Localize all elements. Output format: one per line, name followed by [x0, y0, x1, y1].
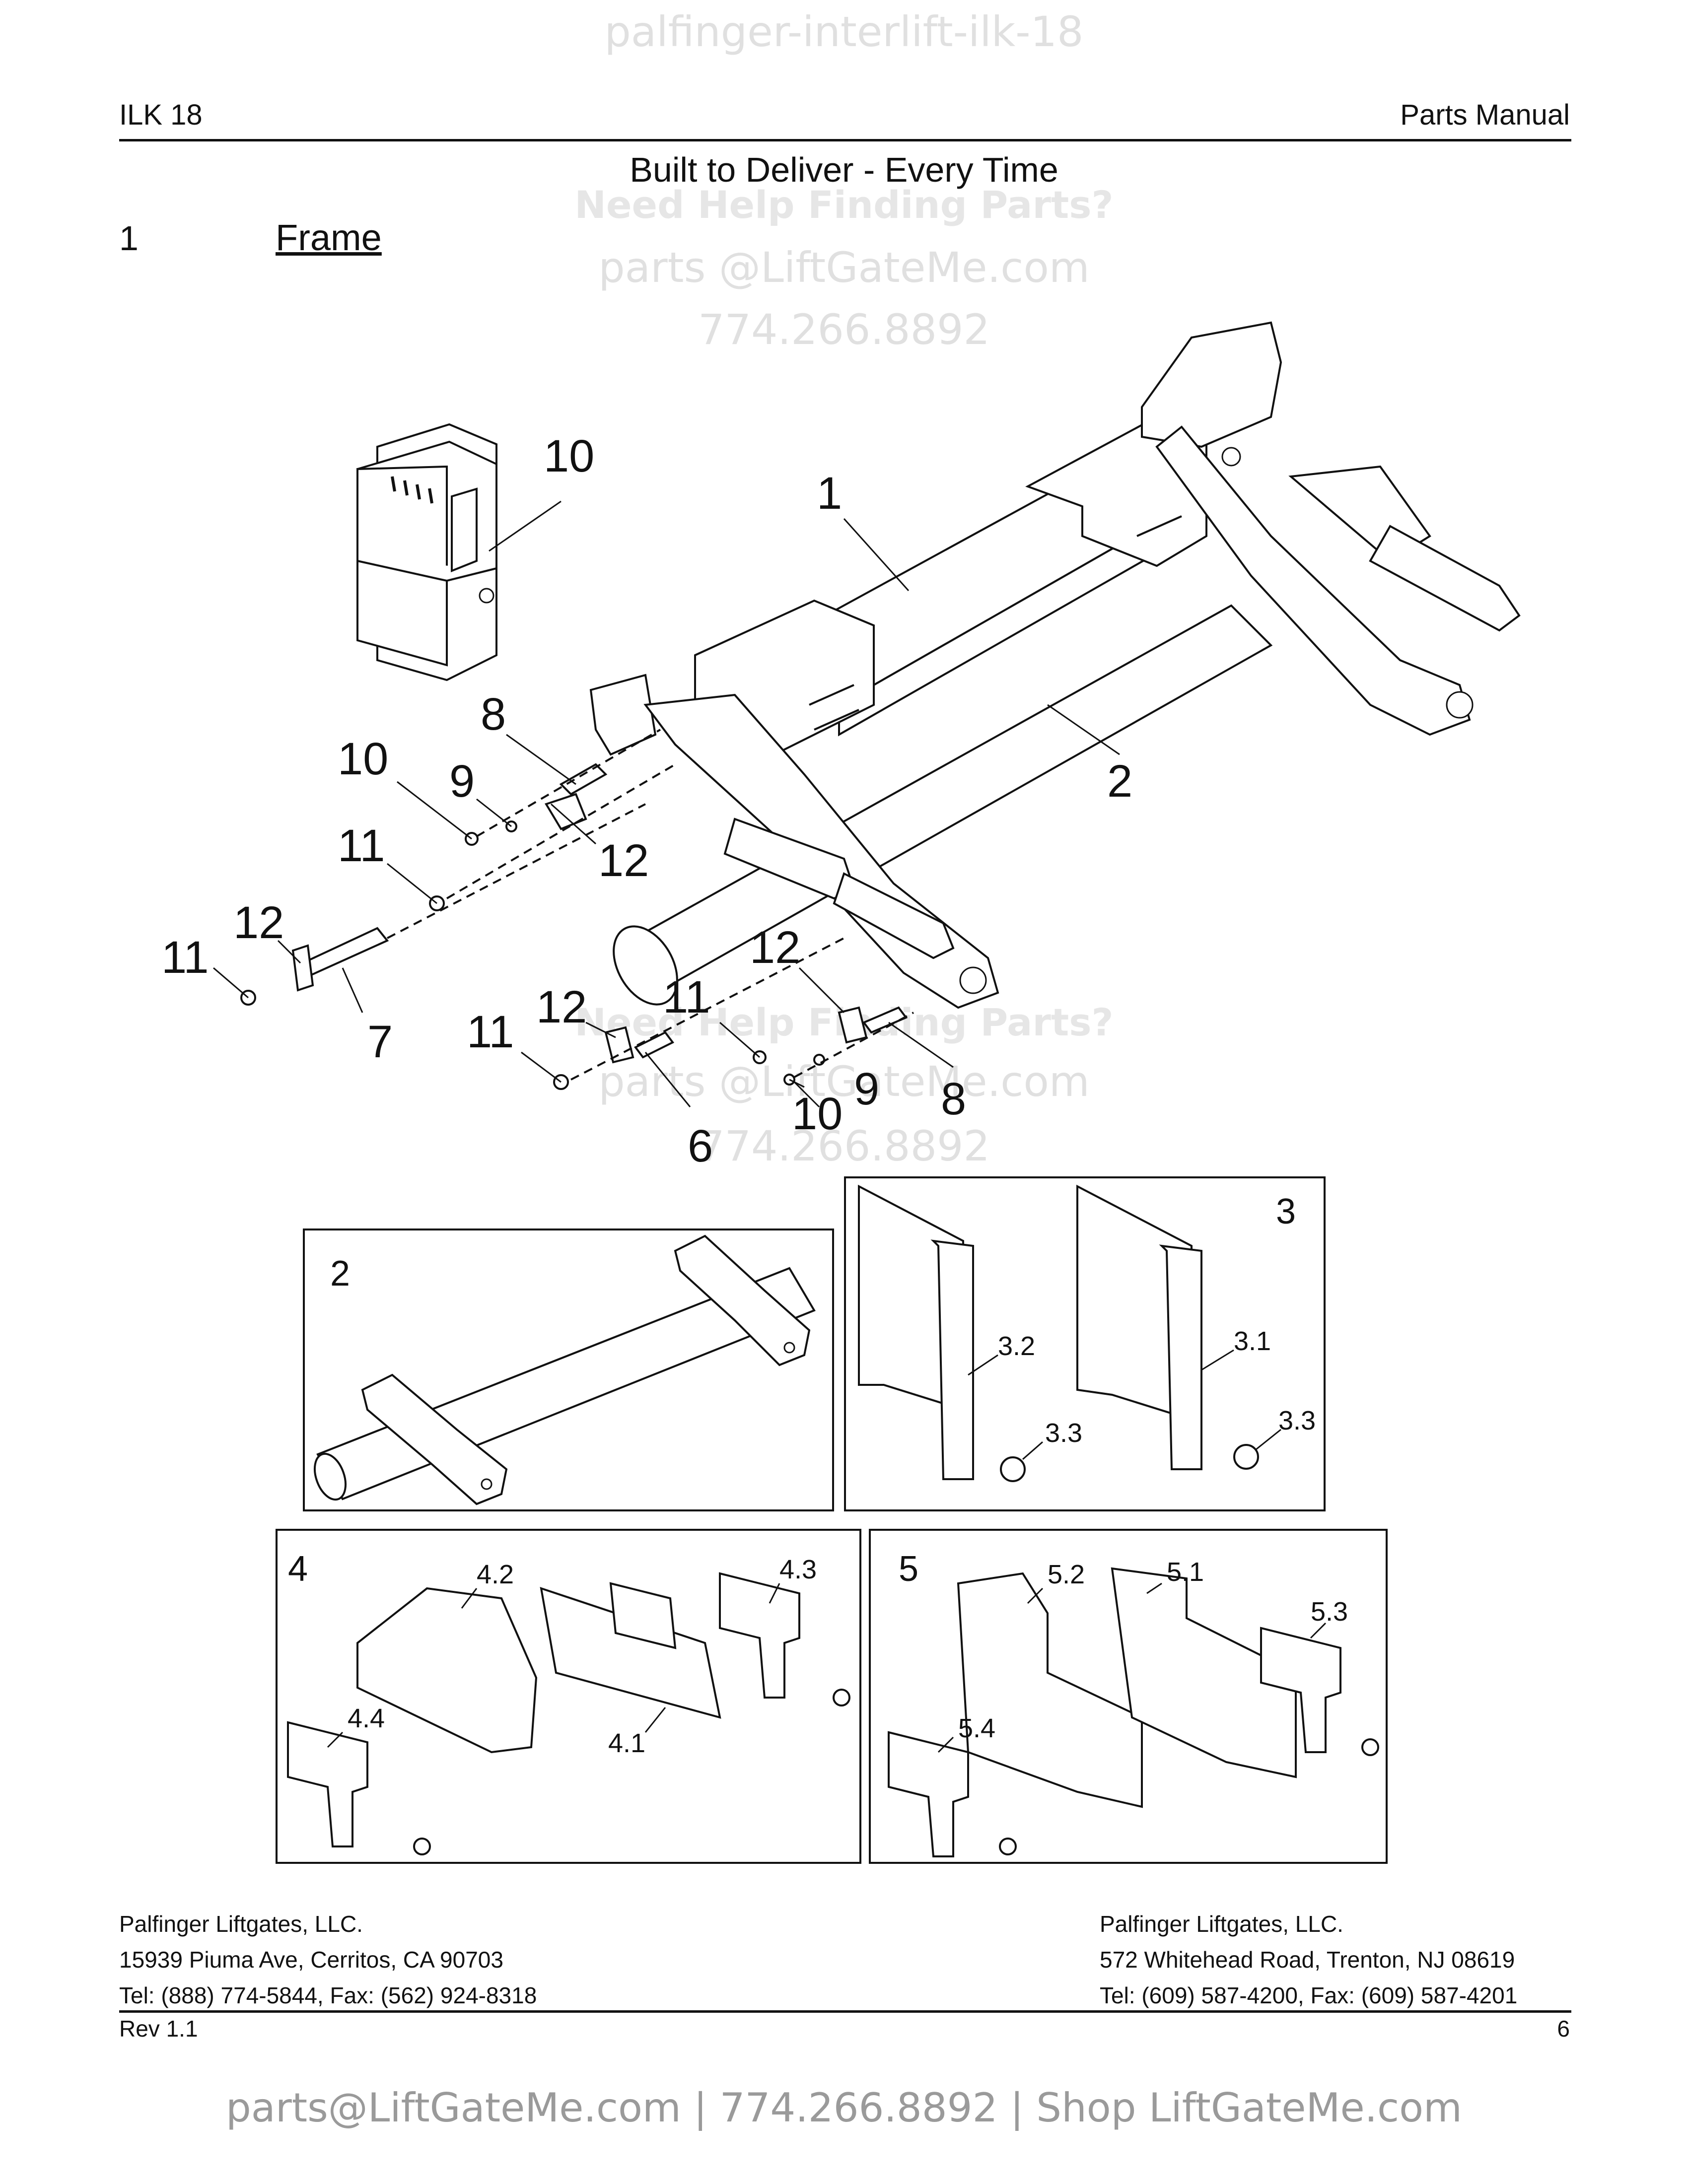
callout-11-upper: 11 [338, 820, 385, 871]
callout-12-mid: 12 [536, 982, 587, 1032]
callout-1: 1 [817, 468, 842, 519]
footer-left-company: Palfinger Liftgates, LLC. [119, 1911, 363, 1937]
inset-box-5 [869, 1529, 1388, 1864]
watermark-email-2: parts @LiftGateMe.com [598, 1057, 1090, 1106]
revision: Rev 1.1 [119, 2016, 198, 2042]
footer-right-phone: Tel: (609) 587-4200, Fax: (609) 587-4201 [1100, 1982, 1518, 2008]
inset-2-label: 2 [330, 1254, 350, 1294]
bottom-banner: parts@LiftGateMe.com | 774.266.8892 | Sh… [226, 2085, 1462, 2131]
power-unit-cover [356, 423, 497, 682]
right-arm-assembly [1141, 321, 1521, 736]
manual-label: Parts Manual [1400, 99, 1570, 131]
leader-lines [213, 500, 1120, 1108]
inset-3-drawing: 3 3.2 3.1 3.3 3.3 [858, 1184, 1316, 1482]
callout-5-2: 5.2 [1048, 1560, 1085, 1589]
callout-3-2: 3.2 [998, 1331, 1035, 1361]
callout-12-upper: 12 [598, 835, 649, 886]
callout-11-right: 11 [663, 972, 710, 1023]
callout-3-3-left: 3.3 [1045, 1418, 1082, 1448]
callout-11-mid: 11 [467, 1007, 514, 1057]
callout-10-upper: 10 [338, 734, 388, 784]
inset-3-label: 3 [1276, 1192, 1296, 1231]
footer-left-address: 15939 Piuma Ave, Cerritos, CA 90703 [119, 1947, 503, 1973]
tagline: Built to Deliver - Every Time [630, 150, 1058, 189]
inset-4-label: 4 [288, 1549, 308, 1589]
inset-box-2 [303, 1228, 834, 1511]
callout-12-right: 12 [750, 922, 800, 973]
footer-right-address: 572 Whitehead Road, Trenton, NJ 08619 [1100, 1947, 1515, 1973]
main-callouts: 10 1 8 10 9 2 11 12 12 11 7 12 11 12 11 … [161, 431, 1132, 1171]
model-label: ILK 18 [119, 99, 203, 131]
watermark-help: Need Help Finding Parts? [574, 183, 1114, 227]
footer-right-company: Palfinger Liftgates, LLC. [1100, 1911, 1343, 1937]
callout-4-3: 4.3 [779, 1555, 817, 1584]
callout-10-cover: 10 [544, 431, 594, 481]
callout-9-upper: 9 [449, 756, 475, 807]
inset-5-drawing: 5 5.2 5.1 5.3 5.4 [888, 1549, 1379, 1857]
footer-left-phone: Tel: (888) 774-5844, Fax: (562) 924-8318 [119, 1982, 537, 2008]
callout-2: 2 [1107, 756, 1132, 807]
left-arm-assembly [589, 674, 999, 1009]
callout-3-3-right: 3.3 [1278, 1406, 1316, 1435]
callout-6: 6 [688, 1121, 713, 1171]
footer-right: Palfinger Liftgates, LLC. 572 Whitehead … [1100, 1906, 1517, 2013]
callout-11-left: 11 [161, 932, 209, 983]
inset-4-drawing: 4 4.2 4.3 4.4 4.1 [287, 1549, 850, 1855]
callout-5-3: 5.3 [1311, 1597, 1348, 1627]
inset-box-3 [844, 1176, 1326, 1511]
callout-8-upper: 8 [481, 689, 506, 740]
watermark-phone: 774.266.8892 [698, 305, 990, 354]
inset-5-label: 5 [899, 1549, 918, 1589]
section-title: Frame [276, 217, 382, 258]
section-number: 1 [119, 219, 139, 258]
callout-9-lower: 9 [854, 1064, 879, 1114]
callout-3-1: 3.1 [1234, 1326, 1271, 1356]
inset-2-drawing: 2 [313, 1234, 816, 1505]
watermark-email: parts @LiftGateMe.com [598, 243, 1090, 292]
watermark-top: palfinger-interlift-ilk-18 [604, 7, 1084, 56]
footer-left: Palfinger Liftgates, LLC. 15939 Piuma Av… [119, 1906, 537, 2013]
header-rule [119, 139, 1571, 141]
callout-5-4: 5.4 [958, 1713, 995, 1743]
watermark-phone-2: 774.266.8892 [698, 1122, 990, 1170]
inset-box-4 [276, 1529, 861, 1864]
footer-rule [119, 2010, 1571, 2013]
main-frame-beam [694, 415, 1207, 766]
callout-4-2: 4.2 [477, 1560, 514, 1589]
callout-7: 7 [367, 1017, 393, 1067]
callout-10-lower: 10 [792, 1089, 843, 1139]
callout-8-lower: 8 [941, 1074, 966, 1124]
callout-5-1: 5.1 [1167, 1557, 1204, 1587]
page-number: 6 [1557, 2016, 1570, 2042]
torsion-tube [613, 604, 1273, 1006]
callout-4-4: 4.4 [348, 1704, 385, 1733]
callout-4-1: 4.1 [608, 1728, 645, 1758]
callout-12-left: 12 [233, 897, 284, 948]
